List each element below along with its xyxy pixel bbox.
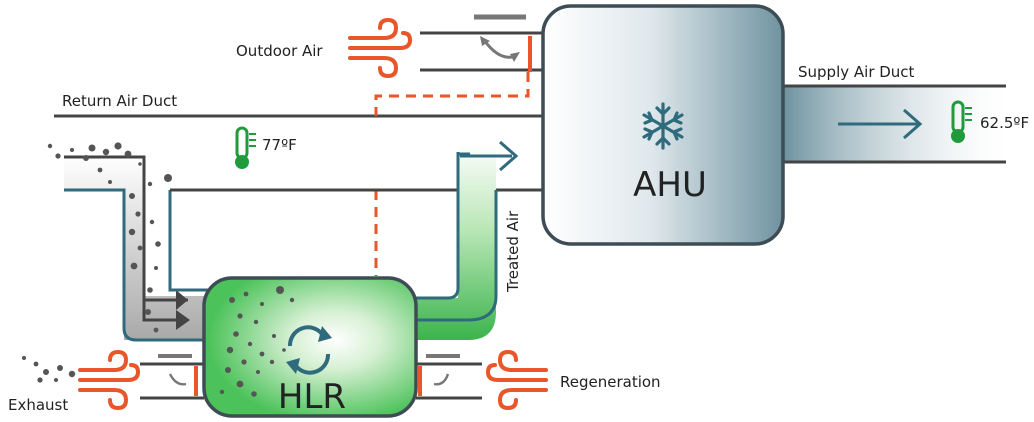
treated-duct-outer-wall bbox=[416, 190, 498, 322]
exhaust-duct-fill bbox=[64, 157, 208, 340]
return-thermometer-icon bbox=[235, 126, 256, 169]
return-temperature-value: 77ºF bbox=[262, 136, 297, 154]
treated-air-duct-fill bbox=[416, 142, 496, 340]
supply-air-duct-label: Supply Air Duct bbox=[798, 63, 915, 81]
outdoor-air-label: Outdoor Air bbox=[236, 42, 323, 60]
treated-duct-inner-wall bbox=[416, 152, 460, 300]
snowflake-icon bbox=[642, 102, 684, 150]
regen-damper-swing-arrow bbox=[433, 373, 450, 386]
return-air-duct-label: Return Air Duct bbox=[62, 92, 177, 110]
supply-air-arrowhead bbox=[903, 108, 923, 140]
exhaust-outlet-particles bbox=[22, 356, 76, 383]
cycle-icon bbox=[287, 325, 331, 375]
treated-air-arrowhead bbox=[499, 140, 519, 172]
treated-air-label: Treated Air bbox=[504, 210, 522, 293]
hlr-label: HLR bbox=[278, 377, 346, 417]
exhaust-label: Exhaust bbox=[8, 396, 68, 414]
exhaust-wind-icon bbox=[78, 349, 141, 411]
ahu-label: AHU bbox=[633, 165, 707, 205]
hlr-unit-box bbox=[202, 276, 418, 418]
supply-thermometer-icon bbox=[951, 100, 972, 143]
exhaust-flow-arrowhead-2 bbox=[176, 310, 190, 330]
exhaust-duct-right-wall bbox=[168, 190, 208, 292]
exhaust-duct-inner-wall bbox=[64, 155, 188, 302]
control-dashed-line-top bbox=[374, 72, 530, 116]
cycle-icon-arrowhead-b bbox=[286, 358, 300, 374]
outdoor-damper-arrowhead-b bbox=[510, 52, 520, 62]
outdoor-damper-arrowhead-a bbox=[480, 36, 490, 46]
regeneration-wind-icon bbox=[485, 349, 548, 411]
supply-temperature-value: 62.5ºF bbox=[980, 114, 1029, 132]
exhaust-flow-arrowhead bbox=[176, 290, 188, 310]
exhaust-damper-swing-arrow bbox=[168, 373, 187, 386]
exhaust-flow-arrow bbox=[142, 296, 184, 322]
exhaust-duct-particles bbox=[47, 142, 172, 333]
outdoor-air-wind-icon bbox=[348, 17, 413, 79]
exhaust-duct-outer-wall bbox=[64, 188, 208, 342]
hlr-particles bbox=[219, 286, 295, 397]
regeneration-label: Regeneration bbox=[560, 373, 661, 391]
cycle-icon-arrowhead-a bbox=[318, 326, 332, 342]
